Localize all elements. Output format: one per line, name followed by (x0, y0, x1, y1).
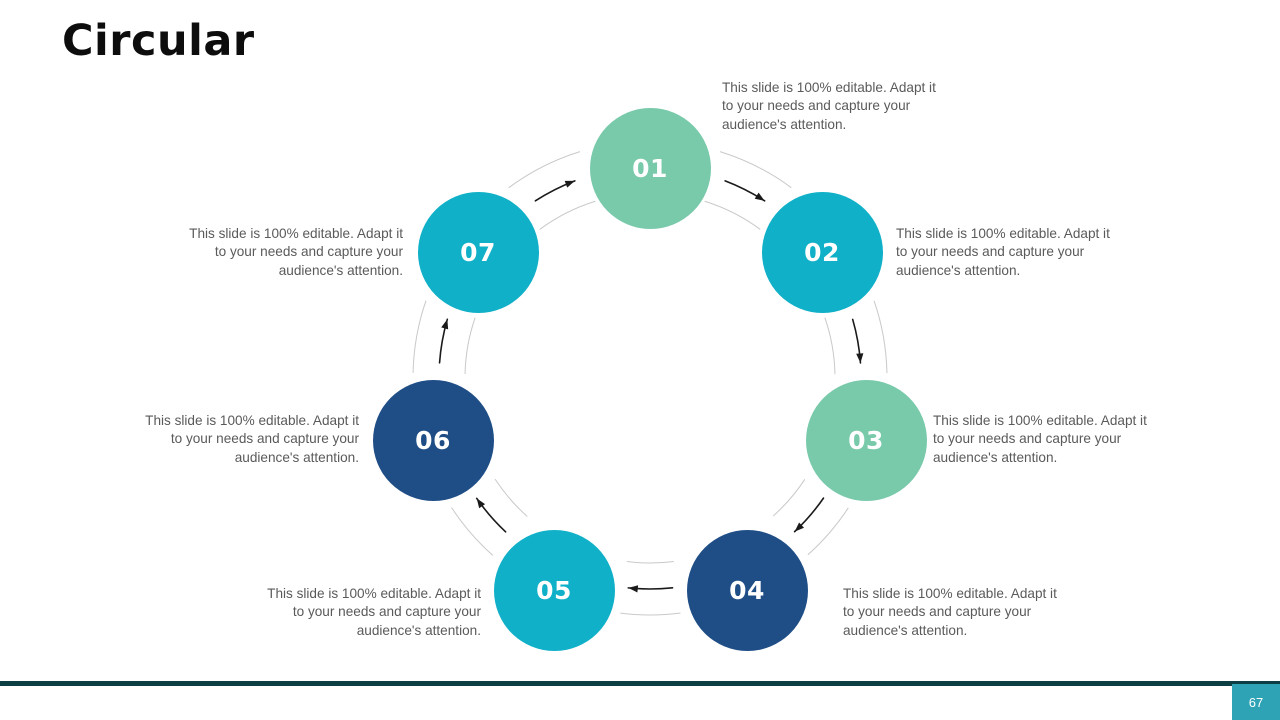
circular-process-diagram: 01 02 03 04 05 06 07 This slide is 100% editab… (145, 80, 1147, 651)
flow-arrow-icon (534, 180, 576, 202)
node-caption-02: This slide is 100% editable. Adapt it to… (896, 226, 1110, 278)
ring-arc-segment (620, 612, 681, 616)
node-caption-07: This slide is 100% editable. Adapt it to… (189, 226, 403, 278)
ring-track-arcs (412, 151, 888, 616)
node-label: 06 (415, 425, 451, 455)
flow-arrow-icon (475, 497, 507, 533)
ring-arrows (438, 180, 864, 593)
page-number-badge: 67 (1232, 684, 1280, 720)
ring-arc-segment (464, 317, 476, 375)
process-node-06[interactable]: 06 (372, 379, 494, 501)
flow-arrow-icon (793, 497, 825, 533)
process-node-01[interactable]: 01 (589, 107, 711, 229)
ring-arc-segment (719, 151, 792, 189)
ring-track-svg (412, 151, 888, 616)
process-node-04[interactable]: 04 (686, 529, 808, 651)
ring-arc-segment (873, 300, 888, 374)
node-caption-04: This slide is 100% editable. Adapt it to… (843, 586, 1057, 638)
ring-arc-segment (772, 479, 806, 517)
process-node-03[interactable]: 03 (805, 379, 927, 501)
ring-arc-segment (451, 507, 494, 556)
node-label: 01 (632, 153, 668, 183)
ring-arc-segment (412, 300, 427, 373)
node-caption-06: This slide is 100% editable. Adapt it to… (145, 413, 359, 465)
flow-arrow-icon (851, 318, 864, 364)
ring-arc-segment (626, 560, 674, 564)
node-caption-05: This slide is 100% editable. Adapt it to… (267, 586, 481, 638)
node-label: 02 (804, 237, 840, 267)
node-label: 05 (536, 575, 572, 605)
ring-arc-segment (508, 151, 581, 189)
node-caption-03: This slide is 100% editable. Adapt it to… (933, 413, 1147, 465)
flow-arrow-icon (724, 180, 766, 202)
ring-arc-segment (539, 200, 596, 230)
node-label: 04 (729, 575, 765, 605)
footer-rule (0, 681, 1280, 686)
node-label: 07 (460, 237, 496, 267)
node-caption-01: This slide is 100% editable. Adapt it to… (722, 80, 936, 132)
process-node-02[interactable]: 02 (761, 191, 883, 313)
ring-arc-segment (824, 317, 836, 375)
ring-arc-segment (704, 200, 761, 230)
flow-arrow-icon (438, 318, 449, 364)
node-label: 03 (848, 425, 884, 455)
process-node-07[interactable]: 07 (417, 191, 539, 313)
process-node-05[interactable]: 05 (493, 529, 615, 651)
ring-arc-segment (494, 478, 528, 517)
flow-arrow-icon (627, 585, 674, 593)
slide-title: Circular (62, 16, 255, 66)
ring-arc-segment (807, 507, 849, 556)
